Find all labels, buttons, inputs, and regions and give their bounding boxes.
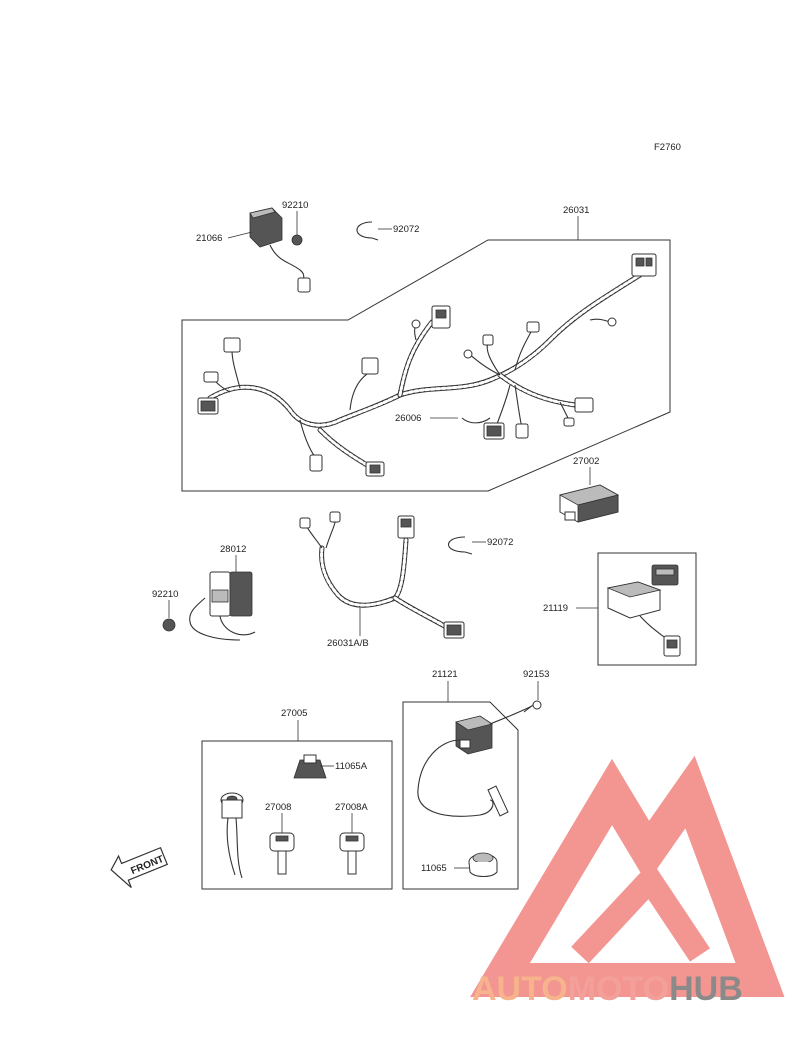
part-26006-lead xyxy=(461,417,491,424)
watermark-moto: MOTO xyxy=(568,970,669,1008)
part-26031-main-harness xyxy=(197,253,657,477)
callout-21066: 21066 xyxy=(196,233,222,244)
part-92153-bolt xyxy=(523,700,542,713)
part-92072-band xyxy=(356,221,379,241)
callout-92072-top: 92072 xyxy=(393,224,419,235)
svg-text:AUTOMOTOHUB: AUTOMOTOHUB xyxy=(472,970,743,1008)
part-21066-regulator xyxy=(249,207,311,293)
part-21121-ignition-coil xyxy=(417,705,533,817)
watermark-hub: HUB xyxy=(669,970,743,1008)
watermark-logo xyxy=(470,755,785,997)
watermark-auto: AUTO xyxy=(472,970,568,1008)
frame-21121 xyxy=(402,701,519,890)
part-27008a-key xyxy=(339,832,365,875)
callout-11065: 11065 xyxy=(421,863,447,874)
part-28012-switch xyxy=(189,571,256,641)
front-arrow: FRONT xyxy=(110,846,169,889)
part-92210-nut-lower xyxy=(162,618,176,632)
callout-27002: 27002 xyxy=(573,456,599,467)
part-27002-relay xyxy=(558,484,620,523)
part-27008-key xyxy=(269,832,295,875)
callout-27008a: 27008A xyxy=(335,802,368,813)
callout-92210-top: 92210 xyxy=(282,200,308,211)
callout-92153: 92153 xyxy=(523,669,549,680)
callout-27005: 27005 xyxy=(281,708,307,719)
frame-27005 xyxy=(201,740,393,890)
callout-92072-lower: 92072 xyxy=(487,537,513,548)
callout-92210-lower: 92210 xyxy=(152,589,178,600)
frame-26031 xyxy=(181,239,671,492)
callout-26031: 26031 xyxy=(563,205,589,216)
part-26031ab-sub-harness xyxy=(299,511,465,639)
callout-28012: 28012 xyxy=(220,544,246,555)
callout-26006: 26006 xyxy=(395,413,421,424)
callout-27008: 27008 xyxy=(265,802,291,813)
part-11065-cap xyxy=(468,852,498,877)
part-92072-band-lower xyxy=(447,536,473,555)
part-ignition-switch xyxy=(220,792,244,879)
part-21119-cdi-unit xyxy=(606,564,681,657)
callout-21119: 21119 xyxy=(543,603,568,614)
callout-21121: 21121 xyxy=(432,669,458,680)
frame-21119 xyxy=(597,552,697,666)
part-92210-nut xyxy=(291,234,303,246)
diagram-code: F2760 xyxy=(654,142,681,153)
callout-26031ab: 26031A/B xyxy=(327,638,369,649)
callout-11065a: 11065A xyxy=(335,761,368,772)
part-11065a-cap xyxy=(293,754,327,779)
